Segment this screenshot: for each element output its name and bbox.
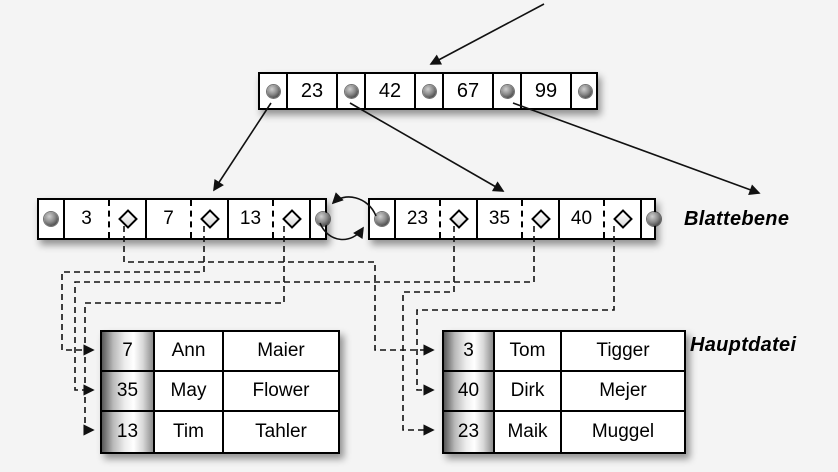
leaf-entry: 13	[227, 200, 309, 238]
leaf-key: 23	[396, 200, 441, 238]
table-cell: Tigger	[562, 332, 684, 372]
root-key-4: 99	[520, 74, 570, 108]
diamond-pointer-icon	[117, 209, 138, 229]
root-to-offpage-leaf-arrow	[512, 102, 761, 195]
leaf-entry: 7	[145, 200, 227, 238]
root-to-right-leaf-arrow	[349, 102, 505, 192]
root-to-left-leaf-arrow	[213, 102, 272, 192]
main-file-label: Hauptdatei	[690, 334, 797, 356]
table-cell: May	[155, 372, 224, 412]
table-cell: Maier	[224, 332, 338, 372]
table-cell: Flower	[224, 372, 338, 412]
pointer-dot-icon	[578, 84, 592, 98]
root-key-1: 23	[286, 74, 336, 108]
root-pointer-cell-2	[336, 74, 364, 108]
leaf-key: 3	[65, 200, 110, 238]
leaf-right-prev-pointer	[370, 200, 394, 238]
leaf-key: 40	[560, 200, 605, 238]
record-pointer-cell	[192, 200, 227, 238]
root-key-2: 42	[364, 74, 414, 108]
diamond-pointer-icon	[612, 209, 633, 229]
root-pointer-cell-1	[260, 74, 286, 108]
pointer-dot-icon	[266, 84, 280, 98]
pointer-dot-icon	[44, 212, 58, 226]
main-file-table-left: 7 Ann Maier 35 May Flower 13 Tim Tahler	[100, 330, 340, 454]
table-key-cell: 35	[102, 372, 155, 412]
leaf-left-prev-pointer	[39, 200, 63, 238]
incoming-root-arrow	[429, 3, 545, 65]
root-pointer-cell-5	[570, 74, 598, 108]
table-key-cell: 40	[444, 372, 495, 412]
table-cell: Ann	[155, 332, 224, 372]
table-cell: Maik	[495, 412, 562, 452]
leaf-left-next-pointer	[309, 200, 335, 238]
table-key-cell: 23	[444, 412, 495, 452]
record-pointer-cell	[523, 200, 558, 238]
root-pointer-cell-4	[492, 74, 520, 108]
root-pointer-cell-3	[414, 74, 442, 108]
pointer-dot-icon	[422, 84, 436, 98]
root-key-3: 67	[442, 74, 492, 108]
table-key-cell: 3	[444, 332, 495, 372]
table-cell: Tahler	[255, 421, 307, 442]
table-key-cell: 13	[102, 412, 155, 452]
pointer-dot-icon	[647, 212, 661, 226]
table-cell: Tom	[495, 332, 562, 372]
table-key-cell: 7	[102, 332, 155, 372]
table-cell: Muggel	[591, 421, 655, 442]
leaf-key: 7	[147, 200, 192, 238]
diamond-pointer-icon	[199, 209, 220, 229]
leaf-level-label: Blattebene	[684, 208, 790, 230]
record-pointer-cell	[274, 200, 309, 238]
record-pointer-cell	[605, 200, 640, 238]
pointer-dot-icon	[316, 212, 330, 226]
leaf-entry: 23	[394, 200, 476, 238]
diamond-pointer-icon	[530, 209, 551, 229]
main-file-table-right: 3 Tom Tigger 40 Dirk Mejer 23 Maik Mugge…	[442, 330, 686, 454]
table-cell: Dirk	[495, 372, 562, 412]
table-cell: Mejer	[562, 372, 684, 412]
leaf-right-next-pointer	[640, 200, 666, 238]
leaf-key: 35	[478, 200, 523, 238]
leaf-entry: 40	[558, 200, 640, 238]
leaf-entry: 35	[476, 200, 558, 238]
leaf-node-left: 3 7 13	[37, 198, 330, 240]
pointer-dot-icon	[375, 212, 389, 226]
table-cell: Tim	[155, 412, 224, 452]
record-pointer-cell	[441, 200, 476, 238]
pointer-dot-icon	[500, 84, 514, 98]
root-node: 23 42 67 99	[258, 72, 598, 110]
record-pointer-cell	[110, 200, 145, 238]
leaf-entry: 3	[63, 200, 145, 238]
pointer-dot-icon	[344, 84, 358, 98]
leaf-key: 13	[229, 200, 274, 238]
leaf-node-right: 23 35 40	[368, 198, 661, 240]
diamond-pointer-icon	[281, 209, 302, 229]
diamond-pointer-icon	[448, 209, 469, 229]
